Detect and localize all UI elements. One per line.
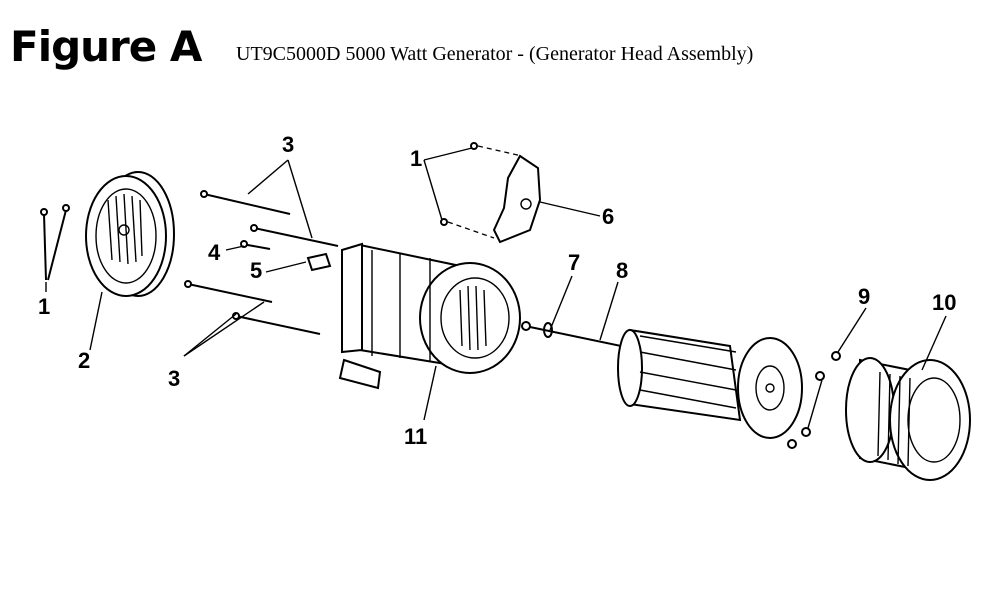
callout-9: 9 xyxy=(858,284,870,309)
part-11-stator-housing xyxy=(338,242,521,390)
callout-3-bottom: 3 xyxy=(168,366,180,391)
part-5-bracket xyxy=(306,252,332,272)
callout-2: 2 xyxy=(78,348,90,373)
callout-3-top: 3 xyxy=(282,132,294,157)
callout-11: 11 xyxy=(404,424,427,449)
callout-10: 10 xyxy=(932,290,956,315)
callout-6: 6 xyxy=(602,204,614,229)
figure-subtitle: UT9C5000D 5000 Watt Generator - (Generat… xyxy=(236,43,754,65)
part-2-end-cover xyxy=(85,171,175,297)
callout-8: 8 xyxy=(616,258,628,283)
part-10-end-housing xyxy=(845,357,971,481)
callout-5: 5 xyxy=(250,258,262,283)
part-1-screws-left xyxy=(40,204,70,281)
part-3-through-bolts xyxy=(184,190,339,335)
part-4-screw xyxy=(240,240,271,250)
rotor-assembly xyxy=(617,328,803,439)
part-1-screws-top xyxy=(440,142,523,239)
callout-4: 4 xyxy=(208,240,221,265)
callout-1-left: 1 xyxy=(38,294,50,319)
part-7-washer xyxy=(521,321,553,338)
leader-lines xyxy=(45,147,947,421)
part-9-screws xyxy=(787,351,841,449)
callout-1-top: 1 xyxy=(410,146,422,171)
callout-7: 7 xyxy=(568,250,580,275)
figure-title: Figure A xyxy=(10,22,202,71)
part-6-end-bracket xyxy=(492,154,542,244)
